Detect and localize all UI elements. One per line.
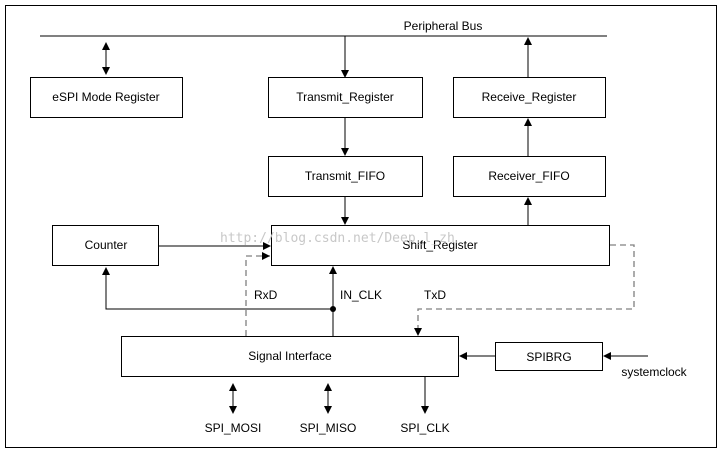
rxd-arrowhead <box>262 252 270 260</box>
spibrg-label: SPIBRG <box>526 350 571 364</box>
spi-mosi-label: SPI_MOSI <box>205 421 262 435</box>
shift-register-box <box>271 225 610 266</box>
receiver-fifo-label: Receiver_FIFO <box>488 169 569 183</box>
in-clk-label: IN_CLK <box>340 288 382 302</box>
txd-label: TxD <box>424 288 446 302</box>
counter-label: Counter <box>85 238 128 252</box>
signal-interface-box <box>121 336 459 377</box>
transmit-fifo-label: Transmit_FIFO <box>305 169 385 183</box>
txd-dashed-path <box>417 244 635 328</box>
counter-box <box>52 225 159 266</box>
peripheral-bus-label: Peripheral Bus <box>404 19 483 33</box>
spibrg-box <box>495 342 603 371</box>
espi-mode-register-label: eSPI Mode Register <box>52 90 159 104</box>
receiver-fifo-box <box>453 156 606 197</box>
espi-mode-register-box <box>30 77 183 118</box>
spi-miso-label: SPI_MISO <box>300 421 357 435</box>
transmit-fifo-box <box>268 156 423 197</box>
receive-register-label: Receive_Register <box>482 90 577 104</box>
shift-register-label: Shift_Register <box>402 238 477 252</box>
spi-clk-label: SPI_CLK <box>400 421 449 435</box>
transmit-register-label: Transmit_Register <box>296 90 394 104</box>
transmit-register-box <box>268 77 423 118</box>
in-clk-to-counter-line <box>102 267 333 310</box>
txd-arrowhead <box>414 328 422 336</box>
rxd-label: RxD <box>254 288 278 302</box>
systemclock-label: systemclock <box>621 365 687 379</box>
watermark-text: http://blog.csdn.net/Deep_l_zh <box>220 231 455 246</box>
receive-register-box <box>453 77 606 118</box>
signal-interface-label: Signal Interface <box>248 349 332 363</box>
outer-frame <box>5 5 717 448</box>
